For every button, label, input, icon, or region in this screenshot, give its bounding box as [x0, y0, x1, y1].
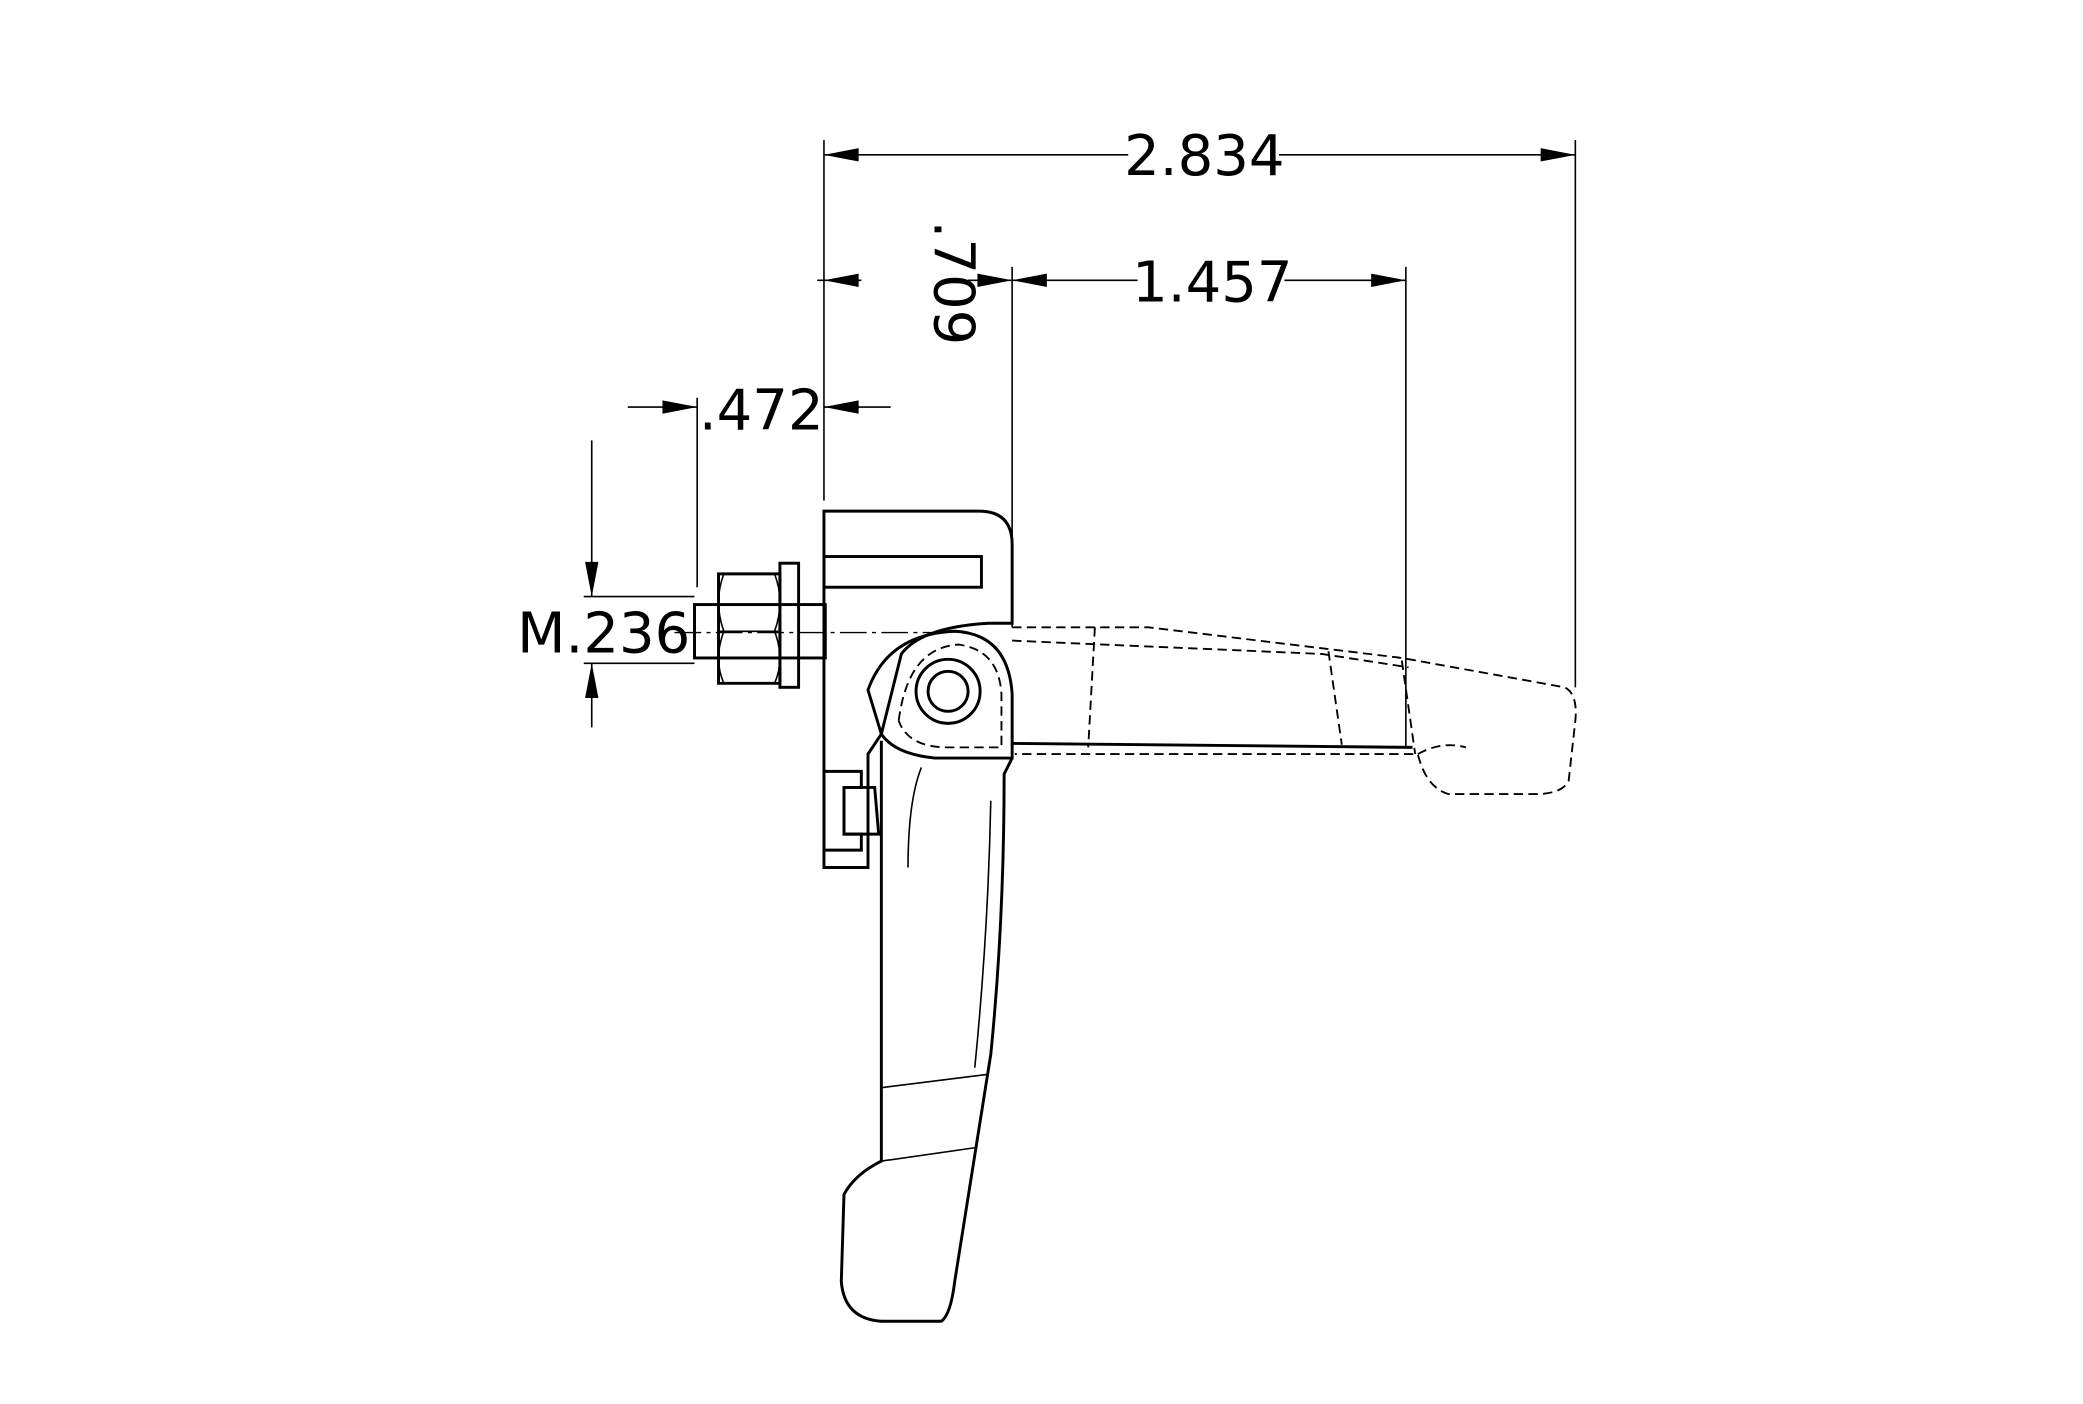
dimension-label-reach: 1.457	[1132, 251, 1292, 316]
dimension-overall-length: 2.834	[823, 124, 1577, 688]
dimension-pivot-offset: .709	[817, 221, 1013, 628]
bolt-assembly	[674, 561, 935, 689]
pivot-lug	[866, 629, 1014, 760]
base-block	[822, 509, 1014, 869]
dimension-label-pivot: .709	[921, 221, 986, 346]
handle-closed	[839, 740, 1014, 1323]
dimension-label-thread: M.236	[517, 602, 690, 667]
dimension-thread: M.236	[517, 440, 695, 728]
handle-open	[1012, 626, 1577, 796]
dimension-handle-reach: 1.457	[1012, 251, 1407, 748]
dimension-bolt-projection: .472	[627, 379, 891, 588]
dimension-label-overall: 2.834	[1124, 124, 1284, 189]
dimension-label-projection: .472	[699, 379, 824, 444]
